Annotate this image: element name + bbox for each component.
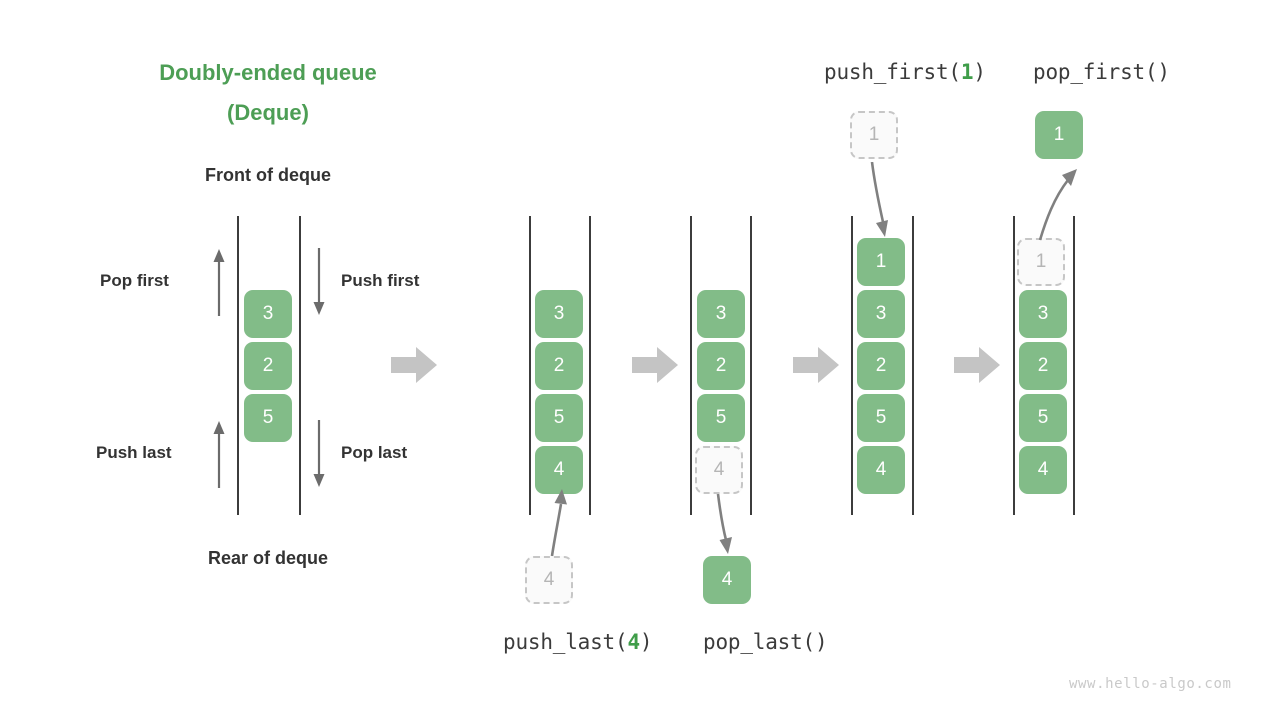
popped-element: 1: [1035, 111, 1083, 159]
rail-right-pop-last: [750, 216, 752, 515]
push-first-label: Push first: [341, 271, 420, 290]
pop-last-motion-arrow-icon: [716, 494, 732, 554]
push-last-motion-arrow-icon: [550, 489, 567, 557]
deque-element: 2: [857, 342, 905, 390]
rail-left-pop-last: [690, 216, 692, 515]
push-first-op-arg: 1: [960, 60, 974, 84]
deque-element: 5: [857, 394, 905, 442]
push-first-arrow-icon: [313, 248, 325, 315]
deque-element: 2: [244, 342, 292, 390]
rail-right-push-first: [912, 216, 914, 515]
push-first-motion-arrow-icon: [870, 162, 888, 237]
push-first-op-close: ): [973, 60, 986, 84]
deque-element: 5: [535, 394, 583, 442]
rail-right-pop-first: [1073, 216, 1075, 515]
rear-of-deque-label: Rear of deque: [207, 548, 329, 568]
deque-element-new: 4: [535, 446, 583, 494]
pop-first-operation-label: pop_first(): [1033, 60, 1170, 84]
deque-element: 2: [697, 342, 745, 390]
transition-arrow-3-icon: [793, 347, 839, 383]
rail-right-push-last: [589, 216, 591, 515]
ghost-element-removed: 1: [1017, 238, 1065, 286]
site-watermark: www.hello-algo.com: [1069, 676, 1232, 692]
popped-element: 4: [703, 556, 751, 604]
deque-element: 5: [244, 394, 292, 442]
push-last-label: Push last: [96, 443, 172, 462]
ghost-element-incoming: 4: [525, 556, 573, 604]
diagram-title-line1: Doubly-ended queue: [159, 60, 377, 85]
ghost-element-removed: 4: [695, 446, 743, 494]
pop-last-label: Pop last: [341, 443, 408, 462]
front-of-deque-label: Front of deque: [205, 165, 331, 185]
push-last-op-close: ): [639, 630, 653, 654]
push-last-op-arg: 4: [627, 630, 640, 654]
push-last-op-name: push_last(: [503, 630, 628, 654]
push-last-operation-label: push_last(4): [503, 630, 653, 654]
deque-element: 5: [697, 394, 745, 442]
pop-last-operation-label: pop_last(): [703, 630, 828, 654]
deque-element: 3: [244, 290, 292, 338]
transition-arrow-1-icon: [391, 347, 437, 383]
rail-left-push-last: [529, 216, 531, 515]
rail-left-push-first: [851, 216, 853, 515]
push-first-operation-label: push_first(1): [824, 60, 986, 84]
pop-last-arrow-icon: [313, 420, 325, 487]
deque-element: 3: [857, 290, 905, 338]
pop-first-label: Pop first: [100, 271, 169, 290]
transition-arrow-4-icon: [954, 347, 1000, 383]
deque-element: 3: [697, 290, 745, 338]
deque-element: 3: [535, 290, 583, 338]
diagram-title-line2: (Deque): [227, 100, 309, 125]
deque-element: 2: [535, 342, 583, 390]
rail-left-overview: [237, 216, 239, 515]
deque-element: 3: [1019, 290, 1067, 338]
deque-element-new: 1: [857, 238, 905, 286]
deque-element: 4: [857, 446, 905, 494]
push-last-arrow-icon: [213, 421, 225, 488]
deque-element: 5: [1019, 394, 1067, 442]
push-first-op-name: push_first(: [824, 60, 961, 84]
deque-element: 2: [1019, 342, 1067, 390]
pop-first-arrow-icon: [213, 249, 225, 316]
rail-right-overview: [299, 216, 301, 515]
pop-first-motion-arrow-icon: [1038, 169, 1077, 241]
rail-left-pop-first: [1013, 216, 1015, 515]
deque-element: 4: [1019, 446, 1067, 494]
ghost-element-incoming: 1: [850, 111, 898, 159]
transition-arrow-2-icon: [632, 347, 678, 383]
